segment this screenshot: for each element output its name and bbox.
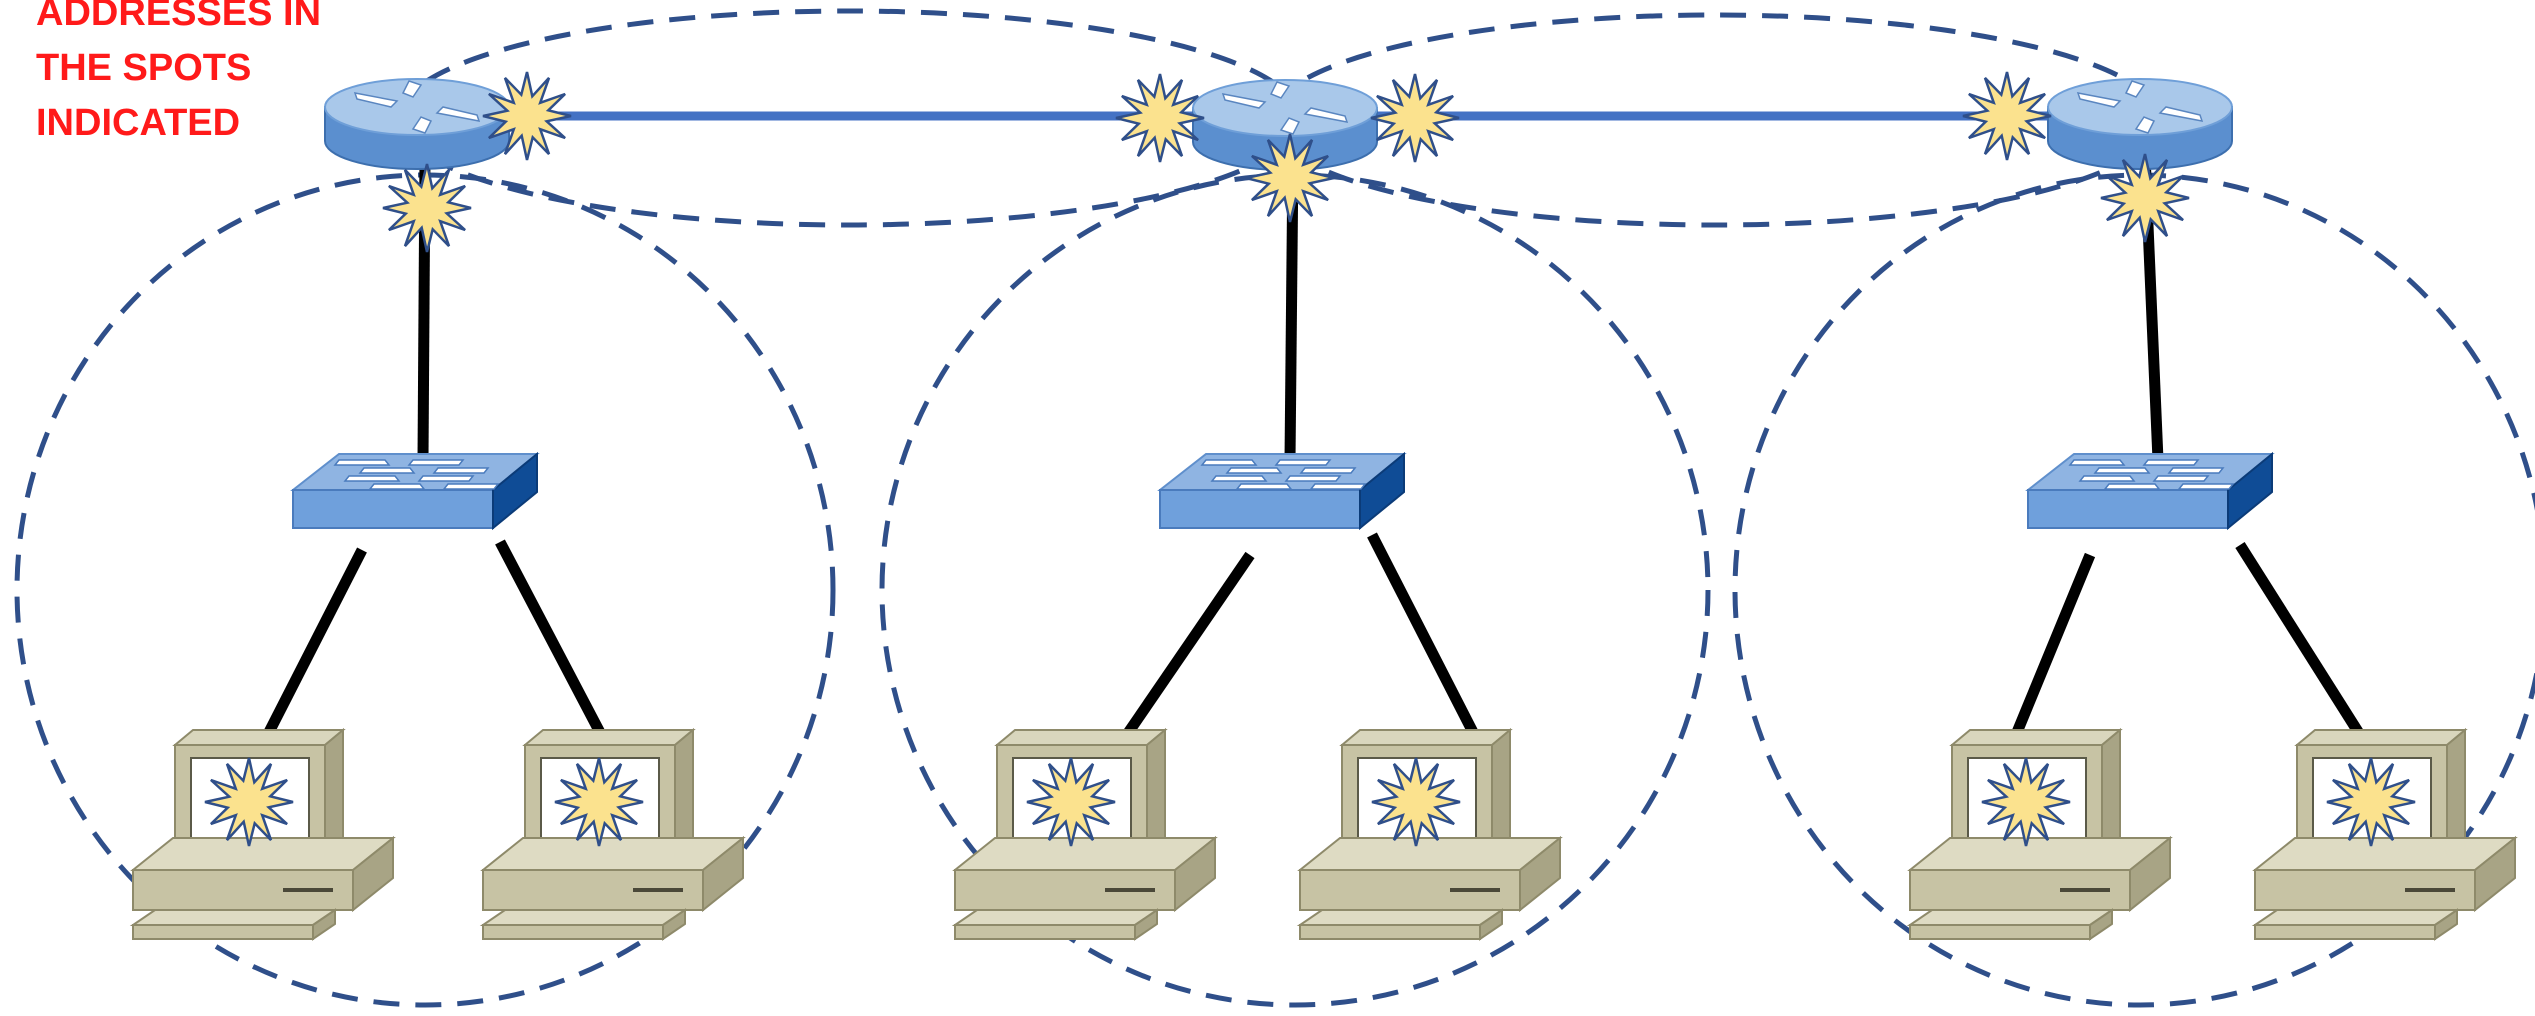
starburst-icon: [2326, 757, 2416, 847]
starburst-icon: [1981, 757, 2071, 847]
starburst-icon: [1245, 133, 1335, 223]
router-icon: [2047, 78, 2233, 170]
instruction-text: ADDRESSES IN THE SPOTS INDICATED: [36, 0, 321, 151]
starburst-icon: [2100, 153, 2190, 243]
starburst-icon: [554, 757, 644, 847]
cable-switch-pc-2-2: [1367, 532, 1483, 745]
pc-icon: [1906, 727, 2173, 941]
switch-icon: [1157, 451, 1407, 531]
starburst-icon: [1371, 757, 1461, 847]
starburst-icon: [1026, 757, 1116, 847]
cable-switch-pc-3-2: [2235, 542, 2367, 741]
pc-icon: [479, 727, 746, 941]
address-spots: [204, 71, 2416, 847]
pc-icon: [129, 727, 396, 941]
cable-switch-pc-1-1: [260, 547, 367, 743]
pc-icon: [1296, 727, 1563, 941]
starburst-icon: [204, 757, 294, 847]
starburst-icon: [1370, 73, 1460, 163]
cable-switch-pc-1-2: [495, 539, 610, 745]
instruction-line-3: INDICATED: [36, 102, 241, 144]
starburst-icon: [482, 71, 572, 161]
switch-icon: [2025, 451, 2275, 531]
router-icon: [324, 78, 510, 170]
starburst-icon: [1962, 71, 2052, 161]
lan-boundary-3: [1732, 172, 2535, 1008]
cable-switch-pc-3-1: [2007, 552, 2096, 745]
router-icon: [1192, 79, 1378, 171]
pc-icon: [951, 727, 1218, 941]
cable-switch-pc-2-1: [1110, 551, 1255, 756]
starburst-icon: [1115, 73, 1205, 163]
instruction-line-1: ADDRESSES IN: [36, 0, 322, 34]
switch-icon: [290, 451, 540, 531]
instruction-line-2: THE SPOTS: [36, 47, 252, 89]
links: [260, 111, 2367, 756]
pc-icon: [2251, 727, 2518, 941]
starburst-icon: [382, 163, 472, 253]
